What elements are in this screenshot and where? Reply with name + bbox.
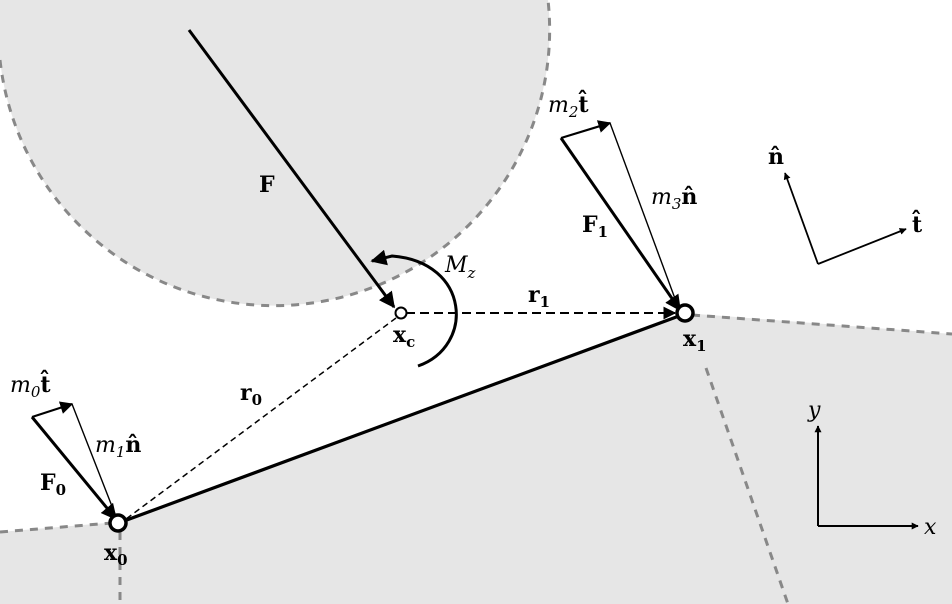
label-Mz: Mz — [444, 253, 476, 282]
frame-n-axis — [783, 172, 819, 265]
force-m2t — [560, 120, 612, 140]
label-F: F — [259, 172, 275, 198]
force-F0 — [30, 416, 118, 521]
label-m3n: m3n̂ — [651, 184, 697, 213]
label-x-axis: x — [924, 515, 937, 540]
label-y-axis: y — [807, 398, 821, 423]
circle-boundary — [0, 0, 552, 308]
force-m3n — [609, 122, 678, 305]
label-x1: x1 — [683, 326, 707, 355]
label-r1: r1 — [528, 282, 550, 311]
moment-Mz — [370, 249, 458, 368]
point-x0 — [108, 513, 128, 533]
force-F — [187, 29, 396, 309]
point-xc — [394, 306, 408, 320]
segment-x0-x1 — [123, 314, 680, 523]
label-m0t: m0t̂ — [10, 370, 51, 401]
frame-t-axis — [817, 228, 907, 265]
bottom-region — [0, 313, 952, 604]
label-t-hat: t̂ — [912, 210, 923, 238]
point-x1 — [675, 303, 695, 323]
vector-r0 — [121, 317, 397, 523]
top-circle-region — [0, 0, 550, 306]
force-F1 — [559, 137, 682, 312]
boundary-right — [691, 313, 952, 336]
label-xc: xc — [393, 322, 415, 351]
force-m1n — [71, 403, 116, 515]
label-m1n: m1n̂ — [95, 432, 141, 461]
label-F1: F1 — [582, 212, 608, 241]
label-r0: r0 — [240, 380, 262, 409]
label-F0: F0 — [40, 470, 66, 499]
boundary-bottom-right — [704, 367, 790, 604]
boundary-left — [0, 521, 113, 534]
label-x0: x0 — [104, 540, 128, 569]
label-m2t: m2t̂ — [548, 90, 589, 121]
label-n-hat: n̂ — [768, 144, 784, 170]
force-m0t — [31, 401, 74, 419]
